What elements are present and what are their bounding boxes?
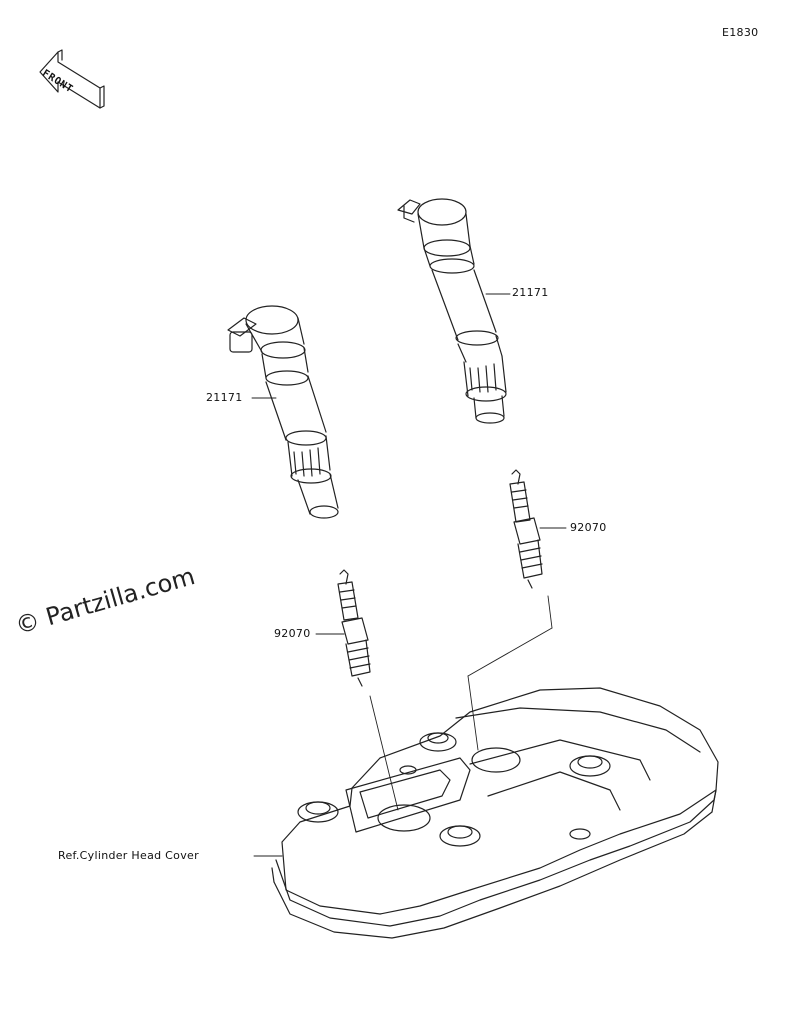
spark-plug-right: [509, 469, 543, 589]
label-cylinder-head-cover[interactable]: Ref.Cylinder Head Cover: [58, 849, 199, 862]
label-21171-left[interactable]: 21171: [206, 391, 243, 404]
label-92070-left[interactable]: 92070: [274, 627, 311, 640]
label-21171-right[interactable]: 21171: [512, 286, 549, 299]
leader-lines: [251, 293, 567, 857]
diagram-id: E1830: [722, 26, 759, 39]
label-92070-right[interactable]: 92070: [570, 521, 607, 534]
ignition-coil-left: [227, 305, 339, 519]
ignition-coil-right: [397, 198, 507, 424]
cylinder-head-cover: [271, 687, 719, 939]
front-arrow-icon: [39, 49, 105, 109]
spark-plug-left: [337, 569, 371, 687]
